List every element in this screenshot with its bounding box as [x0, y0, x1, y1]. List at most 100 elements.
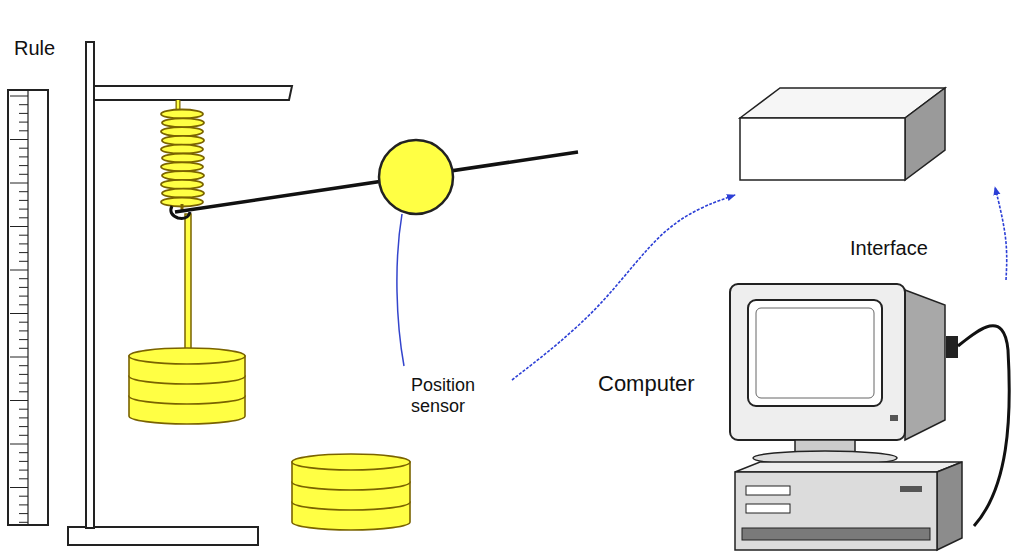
spring-part — [177, 100, 180, 110]
spring-coils-part — [161, 110, 203, 119]
spring-part — [176, 100, 181, 110]
interface-box-part — [905, 88, 945, 180]
rule-ticks-part — [19, 478, 28, 479]
computer-picture-part — [890, 415, 898, 421]
retort-stand-part — [94, 86, 292, 100]
node-label: Position sensor — [411, 375, 509, 416]
rule-ticks-part — [19, 113, 28, 114]
rule-ticks-part — [10, 226, 28, 227]
measuring-rule — [8, 90, 48, 525]
rule-ticks-part — [19, 417, 28, 418]
spring-coils-part — [161, 145, 203, 154]
spring-coils-part — [162, 171, 204, 180]
rule-ticks-part — [10, 357, 28, 358]
node-label: Computer — [598, 371, 695, 396]
rule-ticks-part — [19, 452, 28, 453]
lever-arm-part — [175, 152, 578, 212]
computer-picture-part — [735, 472, 937, 550]
spring-coils-part — [161, 127, 203, 136]
computer-picture-part — [748, 300, 882, 406]
rule-ticks-part — [19, 278, 28, 279]
computer-picture-part — [735, 462, 962, 472]
interface-unit: Interface — [735, 85, 995, 265]
rule-ticks-part — [19, 252, 28, 253]
computer-unit: Computer — [590, 280, 1012, 554]
rule-ticks-part — [19, 122, 28, 123]
rule-ticks-part — [19, 304, 28, 305]
lever-arm — [171, 152, 578, 218]
rule-ticks-part — [19, 374, 28, 375]
rule-ticks-part — [19, 156, 28, 157]
computer-picture-part — [946, 336, 958, 358]
mass-hanger-part — [185, 214, 191, 356]
rule-ticks-part — [19, 261, 28, 262]
rule-ticks-part — [19, 209, 28, 210]
computer-picture-part — [730, 284, 905, 440]
rule-ticks-part — [19, 287, 28, 288]
rule-ticks-part — [19, 200, 28, 201]
rule-ticks — [10, 96, 28, 522]
rule-ticks-part — [10, 270, 28, 271]
rule-ticks-part — [19, 235, 28, 236]
computer-picture-part — [937, 462, 962, 550]
rule-ticks-part — [10, 313, 28, 314]
sensor-leader-line — [397, 214, 404, 366]
sensor-label-box: Position sensor — [408, 372, 512, 420]
interface-box — [740, 88, 945, 180]
interface-box-part — [740, 118, 905, 180]
rule-ticks-part — [19, 409, 28, 410]
node-label: Interface — [850, 237, 928, 260]
signal-arrow — [512, 195, 735, 380]
position-sensor — [379, 140, 453, 214]
spare-masses-part — [292, 454, 410, 470]
spring-coils-part — [161, 180, 203, 189]
rule-ticks-part — [19, 243, 28, 244]
signal-arrow — [995, 187, 1007, 280]
rule-ticks-part — [19, 348, 28, 349]
computer-picture-part — [746, 504, 790, 513]
rule-ticks-part — [19, 435, 28, 436]
computer-picture-part — [900, 486, 922, 492]
computer-picture-part — [746, 486, 790, 495]
rule-ticks-part — [19, 339, 28, 340]
rule-ticks-part — [10, 139, 28, 140]
computer-picture-part — [958, 326, 1009, 526]
rule-ticks-part — [19, 165, 28, 166]
rule-ticks-part — [19, 330, 28, 331]
lever-arm-part — [171, 206, 190, 218]
rule-ticks-part — [19, 296, 28, 297]
rule-ticks-part — [10, 444, 28, 445]
rule-ticks-part — [19, 522, 28, 523]
rule-ticks-part — [19, 383, 28, 384]
retort-stand — [68, 42, 292, 545]
rule-ticks-part — [19, 191, 28, 192]
hanging-masses — [129, 348, 245, 424]
spring-coils-part — [162, 118, 204, 127]
rule-ticks-part — [19, 426, 28, 427]
spring-coils-part — [162, 189, 204, 198]
computer-picture — [730, 284, 1009, 550]
rule-ticks-part — [19, 365, 28, 366]
rule-ticks-part — [19, 174, 28, 175]
computer-picture-part — [795, 440, 855, 452]
rule-ticks-part — [19, 322, 28, 323]
rule-ticks-part — [10, 487, 28, 488]
hanging-masses-part — [129, 348, 245, 364]
retort-stand-part — [86, 42, 94, 528]
rule-ticks-part — [19, 130, 28, 131]
mass-hanger — [129, 214, 245, 424]
computer-picture-part — [905, 290, 945, 440]
spring-coils-part — [162, 154, 204, 163]
spare-masses — [292, 454, 410, 530]
rule-ticks-part — [10, 183, 28, 184]
rule-ticks-part — [19, 104, 28, 105]
rule-ticks-part — [19, 217, 28, 218]
rule-ticks-part — [10, 400, 28, 401]
rule-ticks-part — [19, 391, 28, 392]
rule-ticks-part — [19, 470, 28, 471]
rule-ticks-part — [19, 513, 28, 514]
spring — [161, 100, 204, 212]
computer-picture-part — [756, 308, 874, 398]
